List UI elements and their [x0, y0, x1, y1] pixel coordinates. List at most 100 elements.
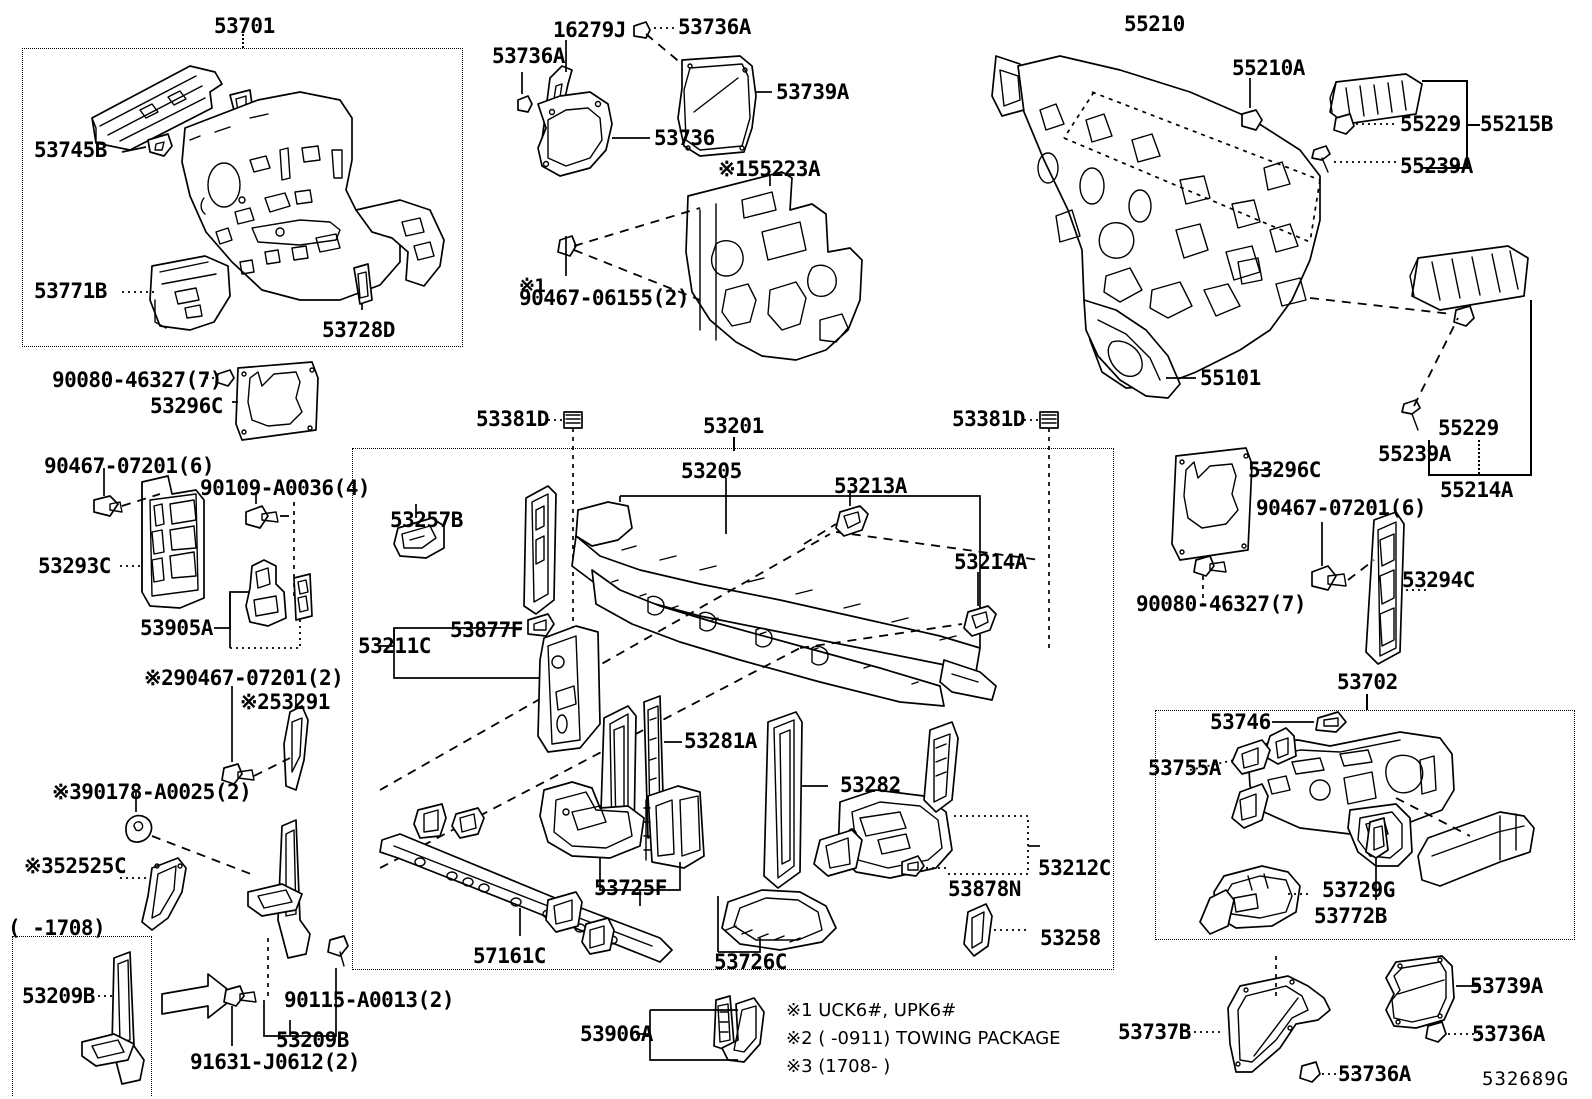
art-53209B-mid	[224, 820, 348, 1046]
label-53296C-left: 53296C	[150, 394, 223, 418]
art-53906A	[636, 996, 764, 1062]
label-55229-right: 55229	[1438, 416, 1499, 440]
label-53212C: 53212C	[1038, 856, 1111, 880]
label-16279J: 16279J	[553, 18, 626, 42]
label-90467-06155: 90467-06155(2)	[519, 286, 690, 310]
label-90109-A0036: 90109-A0036(4)	[200, 476, 371, 500]
art-seals-bottom-right	[1188, 956, 1480, 1082]
art-53296C-left	[206, 362, 318, 440]
label-53736: 53736	[654, 126, 715, 150]
label-53282: 53282	[840, 773, 901, 797]
footnote-3: ※3 (1708- )	[786, 1056, 891, 1077]
art-radiator-support	[378, 412, 1058, 962]
art-dash-insulator	[558, 172, 862, 360]
label-90467-07201-left: 90467-07201(6)	[44, 454, 215, 478]
art-53291	[222, 686, 308, 790]
art-fender-seals-top	[518, 22, 772, 176]
bracket-55214A-left	[1428, 440, 1430, 474]
label-53214A: 53214A	[954, 550, 1027, 574]
label-55239A-top: 55239A	[1400, 154, 1473, 178]
label-53746: 53746	[1210, 710, 1271, 734]
label-53906A: 53906A	[580, 1022, 653, 1046]
group-box-53702	[1155, 710, 1575, 940]
label-57161C: 57161C	[473, 944, 546, 968]
label-53772B: 53772B	[1314, 904, 1387, 928]
footnote-2: ※2 ( -0911) TOWING PACKAGE	[786, 1028, 1061, 1049]
group-box-53701	[22, 48, 463, 347]
art-53294C	[1312, 512, 1430, 664]
bracket-55214A-right	[1530, 300, 1532, 474]
label-53258: 53258	[1040, 926, 1101, 950]
label-55214A: 55214A	[1440, 478, 1513, 502]
label-53293C: 53293C	[38, 554, 111, 578]
label-53745B: 53745B	[34, 138, 107, 162]
leader-53701	[242, 30, 244, 48]
bracket-55214A-stem	[1478, 440, 1480, 474]
bracket-55215B-bottom	[1422, 167, 1467, 169]
label-53737B: 53737B	[1118, 1020, 1191, 1044]
label-53736A-bottom-1: 53736A	[1338, 1062, 1411, 1086]
label-53381D-left: 53381D	[476, 407, 549, 431]
label-53201: 53201	[703, 414, 764, 438]
label-53878N: 53878N	[948, 877, 1021, 901]
art-53209B-left	[82, 952, 236, 1084]
label-90080-46327-left: 90080-46327(7)	[52, 368, 223, 392]
art-52525C	[120, 792, 256, 930]
label-53213A: 53213A	[834, 474, 907, 498]
label-53296C-right: 53296C	[1248, 458, 1321, 482]
label-star3-90178-A0025: ※390178-A0025(2)	[52, 780, 252, 804]
label-55101: 55101	[1200, 366, 1261, 390]
label-55215B: 55215B	[1480, 112, 1553, 136]
leader-53702	[1366, 694, 1368, 710]
label-53905A: 53905A	[140, 616, 213, 640]
label-53209B-left: 53209B	[22, 984, 95, 1008]
label-55229-top: 55229	[1400, 112, 1461, 136]
label-53702: 53702	[1337, 670, 1398, 694]
label-53877F: 53877F	[450, 618, 523, 642]
label-53205: 53205	[681, 459, 742, 483]
label-star2-90467-07201: ※290467-07201(2)	[144, 666, 344, 690]
label-90115-A0013: 90115-A0013(2)	[284, 988, 455, 1012]
label-53381D-right: 53381D	[952, 407, 1025, 431]
label-53209B-mid: 53209B	[276, 1028, 349, 1052]
label-53739A-top: 53739A	[776, 80, 849, 104]
art-liner-kit-upper	[1312, 74, 1422, 172]
label-90080-46327-right: 90080-46327(7)	[1136, 592, 1307, 616]
leader-53201	[733, 437, 735, 451]
art-53293C	[94, 468, 294, 608]
label-53257B: 53257B	[390, 508, 463, 532]
art-apron-rh	[1190, 712, 1534, 934]
label-90467-07201-right: 90467-07201(6)	[1256, 496, 1427, 520]
art-apron-lh	[92, 66, 444, 330]
bracket-55214A-bottom	[1428, 474, 1532, 476]
label-53736A-top-left: 53736A	[492, 44, 565, 68]
label-star3-52525C: ※352525C	[24, 854, 127, 878]
label-53701: 53701	[214, 14, 275, 38]
art-liner-kit-lower	[1310, 246, 1528, 430]
label-star1-marker: ※1	[519, 275, 546, 297]
label-55210A: 55210A	[1232, 56, 1305, 80]
label-53739A-bottom: 53739A	[1470, 974, 1543, 998]
label-model-range-1708: ( -1708)	[8, 916, 106, 940]
sheet-code: 532689G	[1482, 1068, 1570, 1090]
label-53281A: 53281A	[684, 729, 757, 753]
label-star2-53291: ※253291	[240, 690, 330, 714]
label-55210: 55210	[1124, 12, 1185, 36]
footnote-1: ※1 UCK6#, UPK6#	[786, 1000, 957, 1021]
art-53905A	[214, 560, 312, 648]
label-55223A: ※155223A	[718, 157, 821, 181]
label-53755A: 53755A	[1148, 756, 1221, 780]
label-53771B: 53771B	[34, 279, 107, 303]
label-53729G: 53729G	[1322, 878, 1395, 902]
label-53736A-top: 53736A	[678, 15, 751, 39]
bracket-55215B-stem	[1466, 124, 1480, 126]
label-55239A-right: 55239A	[1378, 442, 1451, 466]
label-53736A-bottom-2: 53736A	[1472, 1022, 1545, 1046]
label-53211C: 53211C	[358, 634, 431, 658]
label-53726C: 53726C	[714, 950, 787, 974]
art-dash-panel	[992, 56, 1320, 398]
label-53725F: 53725F	[594, 876, 667, 900]
group-box-1708	[12, 936, 152, 1096]
